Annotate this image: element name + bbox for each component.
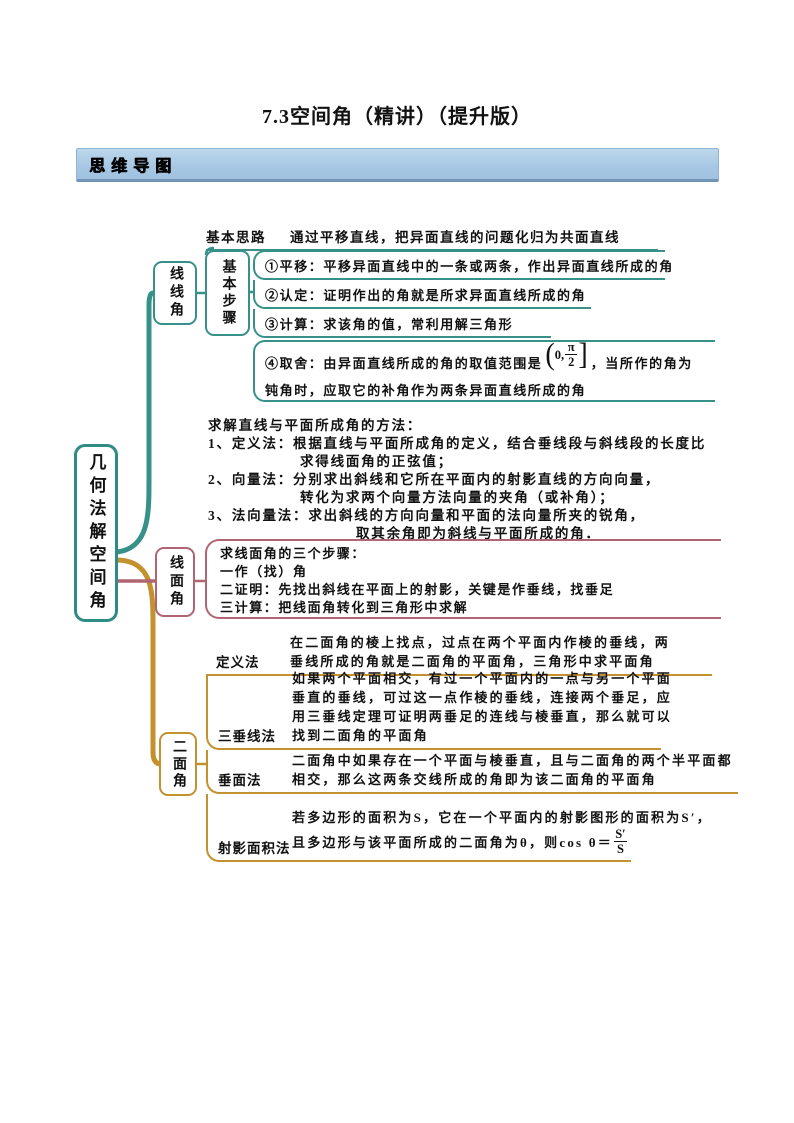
method-text-line: 相交，那么这两条交线所成的角即为该二面角的平面角 [292, 772, 657, 787]
method-three-perpendiculars-label: 三垂线法 [218, 729, 276, 744]
branch-line-angle-connector [113, 290, 156, 555]
basic-idea-text: 通过平移直线，把异面直线的问题化归为共面直线 [290, 230, 620, 245]
cos-theta-label: cos θ＝ [559, 834, 613, 850]
interval-zero: 0, [554, 347, 565, 362]
root-node-geometric-method: 几何法解空间角 [74, 444, 118, 622]
step-4-prefix: ④取舍：由异面直线所成的角的取值范围是 [265, 355, 543, 371]
method-definition-label: 定义法 [216, 655, 260, 670]
step-1-translate: ①平移：平移异面直线中的一条或两条，作出异面直线所成的角 [253, 250, 672, 280]
node-dihedral-angle: 二面角 [159, 732, 197, 796]
method-three-perpendiculars-text: 如果两个平面相交，有过一个平面内的一点与另一个平面 垂直的垂线，可过这一点作棱的… [292, 669, 672, 745]
line-plane-methods-note: 求解直线与平面所成角的方法： 1、定义法：根据直线与平面所成角的定义，结合垂线段… [208, 417, 706, 543]
fraction-denominator: 2 [565, 354, 578, 369]
section-banner-label: 思维导图 [89, 158, 178, 175]
method-projected-area-label: 射影面积法 [218, 841, 291, 856]
close-bracket: ] [578, 337, 588, 372]
basic-idea-label: 基本思路 [206, 230, 266, 245]
method-text-line: 垂线所成的角就是二面角的平面角，三角形中求平面角 [290, 654, 655, 669]
fraction-numerator: π [567, 339, 575, 354]
step-4-line-1: ④取舍：由异面直线所成的角的取值范围是 ( 0, π 2 ] ，当所作的角为 [265, 337, 715, 380]
step-3-calculate: ③计算：求该角的值，常利用解三角形 [253, 309, 551, 338]
note-line: 3、法向量法：求出斜线的方向向量和平面的法向量所夹的锐角， [208, 508, 645, 523]
node-line-plane-angle: 线面角 [155, 547, 195, 617]
method-text-line: 用三垂线定理可证明两垂足的连线与棱垂直，那么就可以 [292, 709, 673, 724]
method-text-line: 在二面角的棱上找点，过点在两个平面内作棱的垂线，两 [290, 635, 671, 650]
method-projected-area-text: 若多边形的面积为S，它在一个平面内的射影图形的面积为S′， 且多边形与该平面所成… [292, 808, 712, 857]
method-perpendicular-plane-text: 二面角中如果存在一个平面与棱垂直，且与二面角的两个半平面都 相交，那么这两条交线… [292, 751, 733, 789]
node-line-line-angle: 线线角 [153, 261, 197, 325]
s-prime-over-s-fraction: S′ S [613, 826, 627, 856]
open-paren: ( [545, 337, 555, 372]
box-line: 二证明：先找出斜线在平面上的射影，关键是作垂线，找垂足 [220, 582, 615, 597]
note-line: 取其余角即为斜线与平面所成的角． [356, 526, 601, 541]
method-perpendicular-plane: 垂面法 二面角中如果存在一个平面与棱垂直，且与二面角的两个半平面都 相交，那么这… [206, 750, 738, 794]
pi-over-2-fraction: π 2 [565, 339, 578, 369]
basic-steps-list: ①平移：平移异面直线中的一条或两条，作出异面直线所成的角 ②认定：证明作出的角就… [253, 250, 715, 402]
note-line: 1、定义法：根据直线与平面所成角的定义，结合垂线段与斜线段的长度比 [208, 436, 707, 451]
page-title: 7.3空间角（精讲）（提升版） [262, 106, 532, 128]
method-text-line: 若多边形的面积为S，它在一个平面内的射影图形的面积为S′， [292, 810, 712, 825]
node-basic-steps: 基本步骤 [205, 250, 250, 336]
step-4-line-2: 钝角时，应取它的补角作为两条异面直线所成的角 [265, 383, 587, 398]
note-line: 2、向量法：分别求出斜线和它所在平面内的射影直线的方向向量， [208, 472, 661, 487]
method-text-line: 二面角中如果存在一个平面与棱垂直，且与二面角的两个半平面都 [292, 753, 733, 768]
method-text-line: 垂直的垂线，可过这一点作棱的垂线，连接两个垂足，应 [292, 690, 673, 705]
method-definition-text: 在二面角的棱上找点，过点在两个平面内作棱的垂线，两 垂线所成的角就是二面角的平面… [290, 633, 670, 671]
line-plane-steps-box: 求线面角的三个步骤： 一作（找）角 二证明：先找出斜线在平面上的射影，关键是作垂… [205, 539, 721, 619]
method-text-line: 如果两个平面相交，有过一个平面内的一点与另一个平面 [292, 671, 673, 686]
box-line: 三计算：把线面角转化到三角形中求解 [220, 600, 469, 615]
method-three-perpendiculars: 三垂线法 如果两个平面相交，有过一个平面内的一点与另一个平面 垂直的垂线，可过这… [206, 671, 670, 750]
method-text-line: 找到二面角的平面角 [292, 728, 429, 743]
fraction-denominator: S [613, 841, 627, 856]
section-banner: 思维导图 [76, 148, 719, 182]
projected-area-formula-row: 且多边形与该平面所成的二面角为θ，则 cos θ＝ S′ S [292, 827, 712, 857]
method-definition: 定义法 在二面角的棱上找点，过点在两个平面内作棱的垂线，两 垂线所成的角就是二面… [206, 630, 712, 676]
method-perpendicular-plane-label: 垂面法 [218, 773, 262, 788]
note-line: 转化为求两个向量方法向量的夹角（或补角）； [300, 490, 615, 505]
note-line: 求得线面角的正弦值； [300, 454, 453, 469]
step-4-suffix: ，当所作的角为 [590, 355, 693, 371]
step-2-confirm: ②认定：证明作出的角就是所求异面直线所成的角 [253, 280, 591, 309]
note-line: 求解直线与平面所成角的方法： [208, 418, 423, 433]
step-4-select: ④取舍：由异面直线所成的角的取值范围是 ( 0, π 2 ] ，当所作的角为 钝… [253, 337, 715, 402]
method-projected-area: 射影面积法 若多边形的面积为S，它在一个平面内的射影图形的面积为S′， 且多边形… [206, 794, 710, 862]
basic-idea-row: 基本思路 通过平移直线，把异面直线的问题化归为共面直线 [206, 226, 658, 251]
angle-range-formula: ( 0, π 2 ] [545, 337, 588, 372]
box-line: 求线面角的三个步骤： [220, 546, 367, 561]
formula-prefix: 且多边形与该平面所成的二面角为θ，则 [292, 834, 560, 850]
box-line: 一作（找）角 [220, 564, 308, 579]
dihedral-methods-list: 定义法 在二面角的棱上找点，过点在两个平面内作棱的垂线，两 垂线所成的角就是二面… [206, 630, 738, 862]
fraction-numerator: S′ [615, 826, 626, 841]
